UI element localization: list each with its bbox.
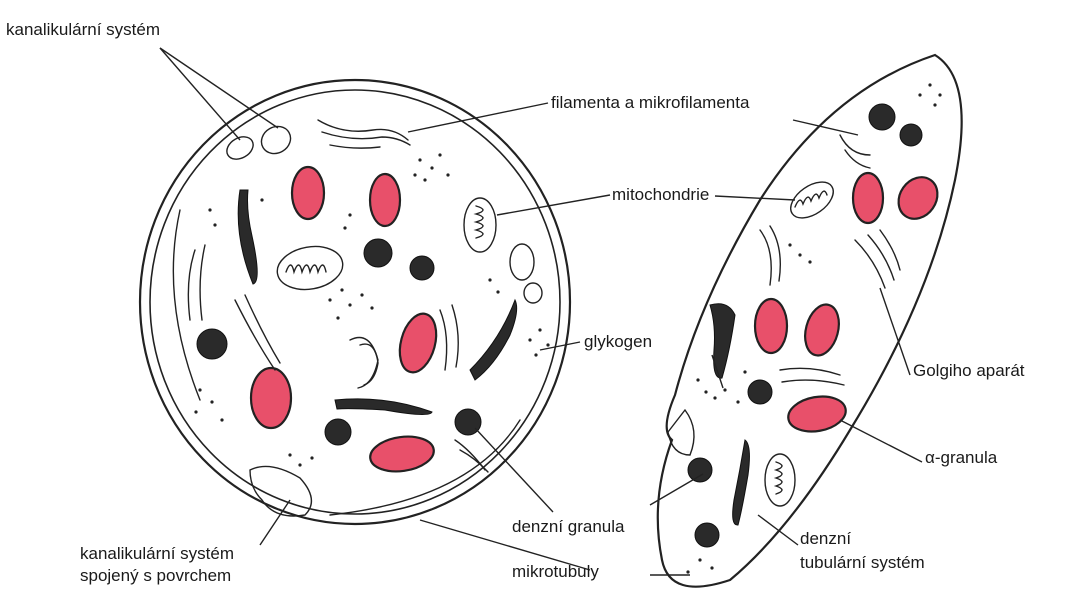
label-dts-1: denzní	[800, 529, 851, 549]
dense-granule	[197, 329, 227, 359]
label-kanal-povrch-2: spojený s povrchem	[80, 566, 231, 586]
alpha-granule	[370, 174, 400, 226]
alpha-granule	[853, 173, 883, 223]
label-glykogen-left: glykogen	[584, 332, 652, 352]
dense-granule	[325, 419, 351, 445]
label-kanalikularni-system: kanalikulární systém	[6, 20, 160, 40]
dense-granule	[900, 124, 922, 146]
dense-granule	[869, 104, 895, 130]
dense-granule	[688, 458, 712, 482]
elongated-platelet	[658, 55, 962, 587]
label-mikrotubuly: mikrotubuly	[512, 562, 599, 582]
dense-granule	[410, 256, 434, 280]
label-golgi: Golgiho aparát	[913, 361, 1025, 381]
alpha-granule	[251, 368, 291, 428]
label-mitochondrie: mitochondrie	[612, 185, 709, 205]
label-denzni-granula: denzní granula	[512, 517, 624, 537]
label-alpha-granula: α-granula	[925, 448, 997, 468]
label-filamenta: filamenta a mikrofilamenta	[551, 93, 749, 113]
label-dts-2: tubulární systém	[800, 553, 925, 573]
label-kanal-povrch-1: kanalikulární systém	[80, 544, 234, 564]
dense-granule	[695, 523, 719, 547]
alpha-granule	[292, 167, 324, 219]
alpha-granule	[755, 299, 787, 353]
leader-alpha	[840, 420, 922, 462]
round-platelet-membrane	[140, 80, 570, 524]
dense-granule	[364, 239, 392, 267]
round-platelet	[140, 80, 570, 524]
dense-granule	[748, 380, 772, 404]
